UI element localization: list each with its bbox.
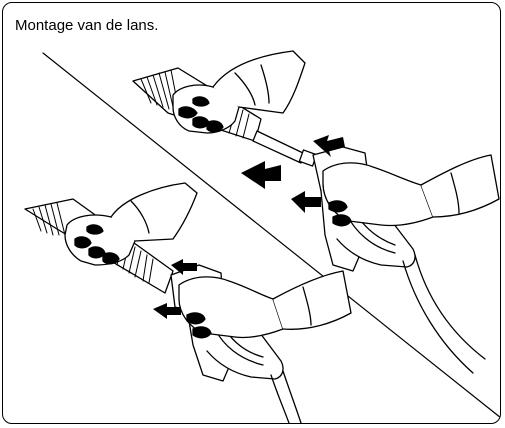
upper-push-arrow bbox=[241, 161, 281, 189]
upper-left-hand bbox=[172, 50, 306, 134]
upper-right-hand bbox=[322, 154, 500, 227]
upper-arrow-top bbox=[313, 135, 345, 157]
upper-lance-nozzle bbox=[252, 130, 304, 164]
upper-arrow-bottom bbox=[291, 191, 321, 213]
instruction-panel: Montage van de lans. bbox=[2, 2, 501, 424]
upper-step-illustration bbox=[132, 50, 500, 374]
caption: Montage van de lans. bbox=[15, 17, 159, 34]
lower-arrow-bottom bbox=[153, 303, 181, 319]
lower-step-illustration bbox=[24, 182, 352, 423]
lower-arrow-top bbox=[171, 259, 197, 275]
upper-arrows bbox=[241, 135, 345, 213]
lower-left-hand bbox=[64, 182, 198, 266]
lance-assembly-illustration bbox=[24, 50, 500, 423]
lower-right-hand bbox=[178, 270, 352, 339]
lower-arrows bbox=[153, 259, 197, 319]
divider-line bbox=[42, 52, 500, 418]
